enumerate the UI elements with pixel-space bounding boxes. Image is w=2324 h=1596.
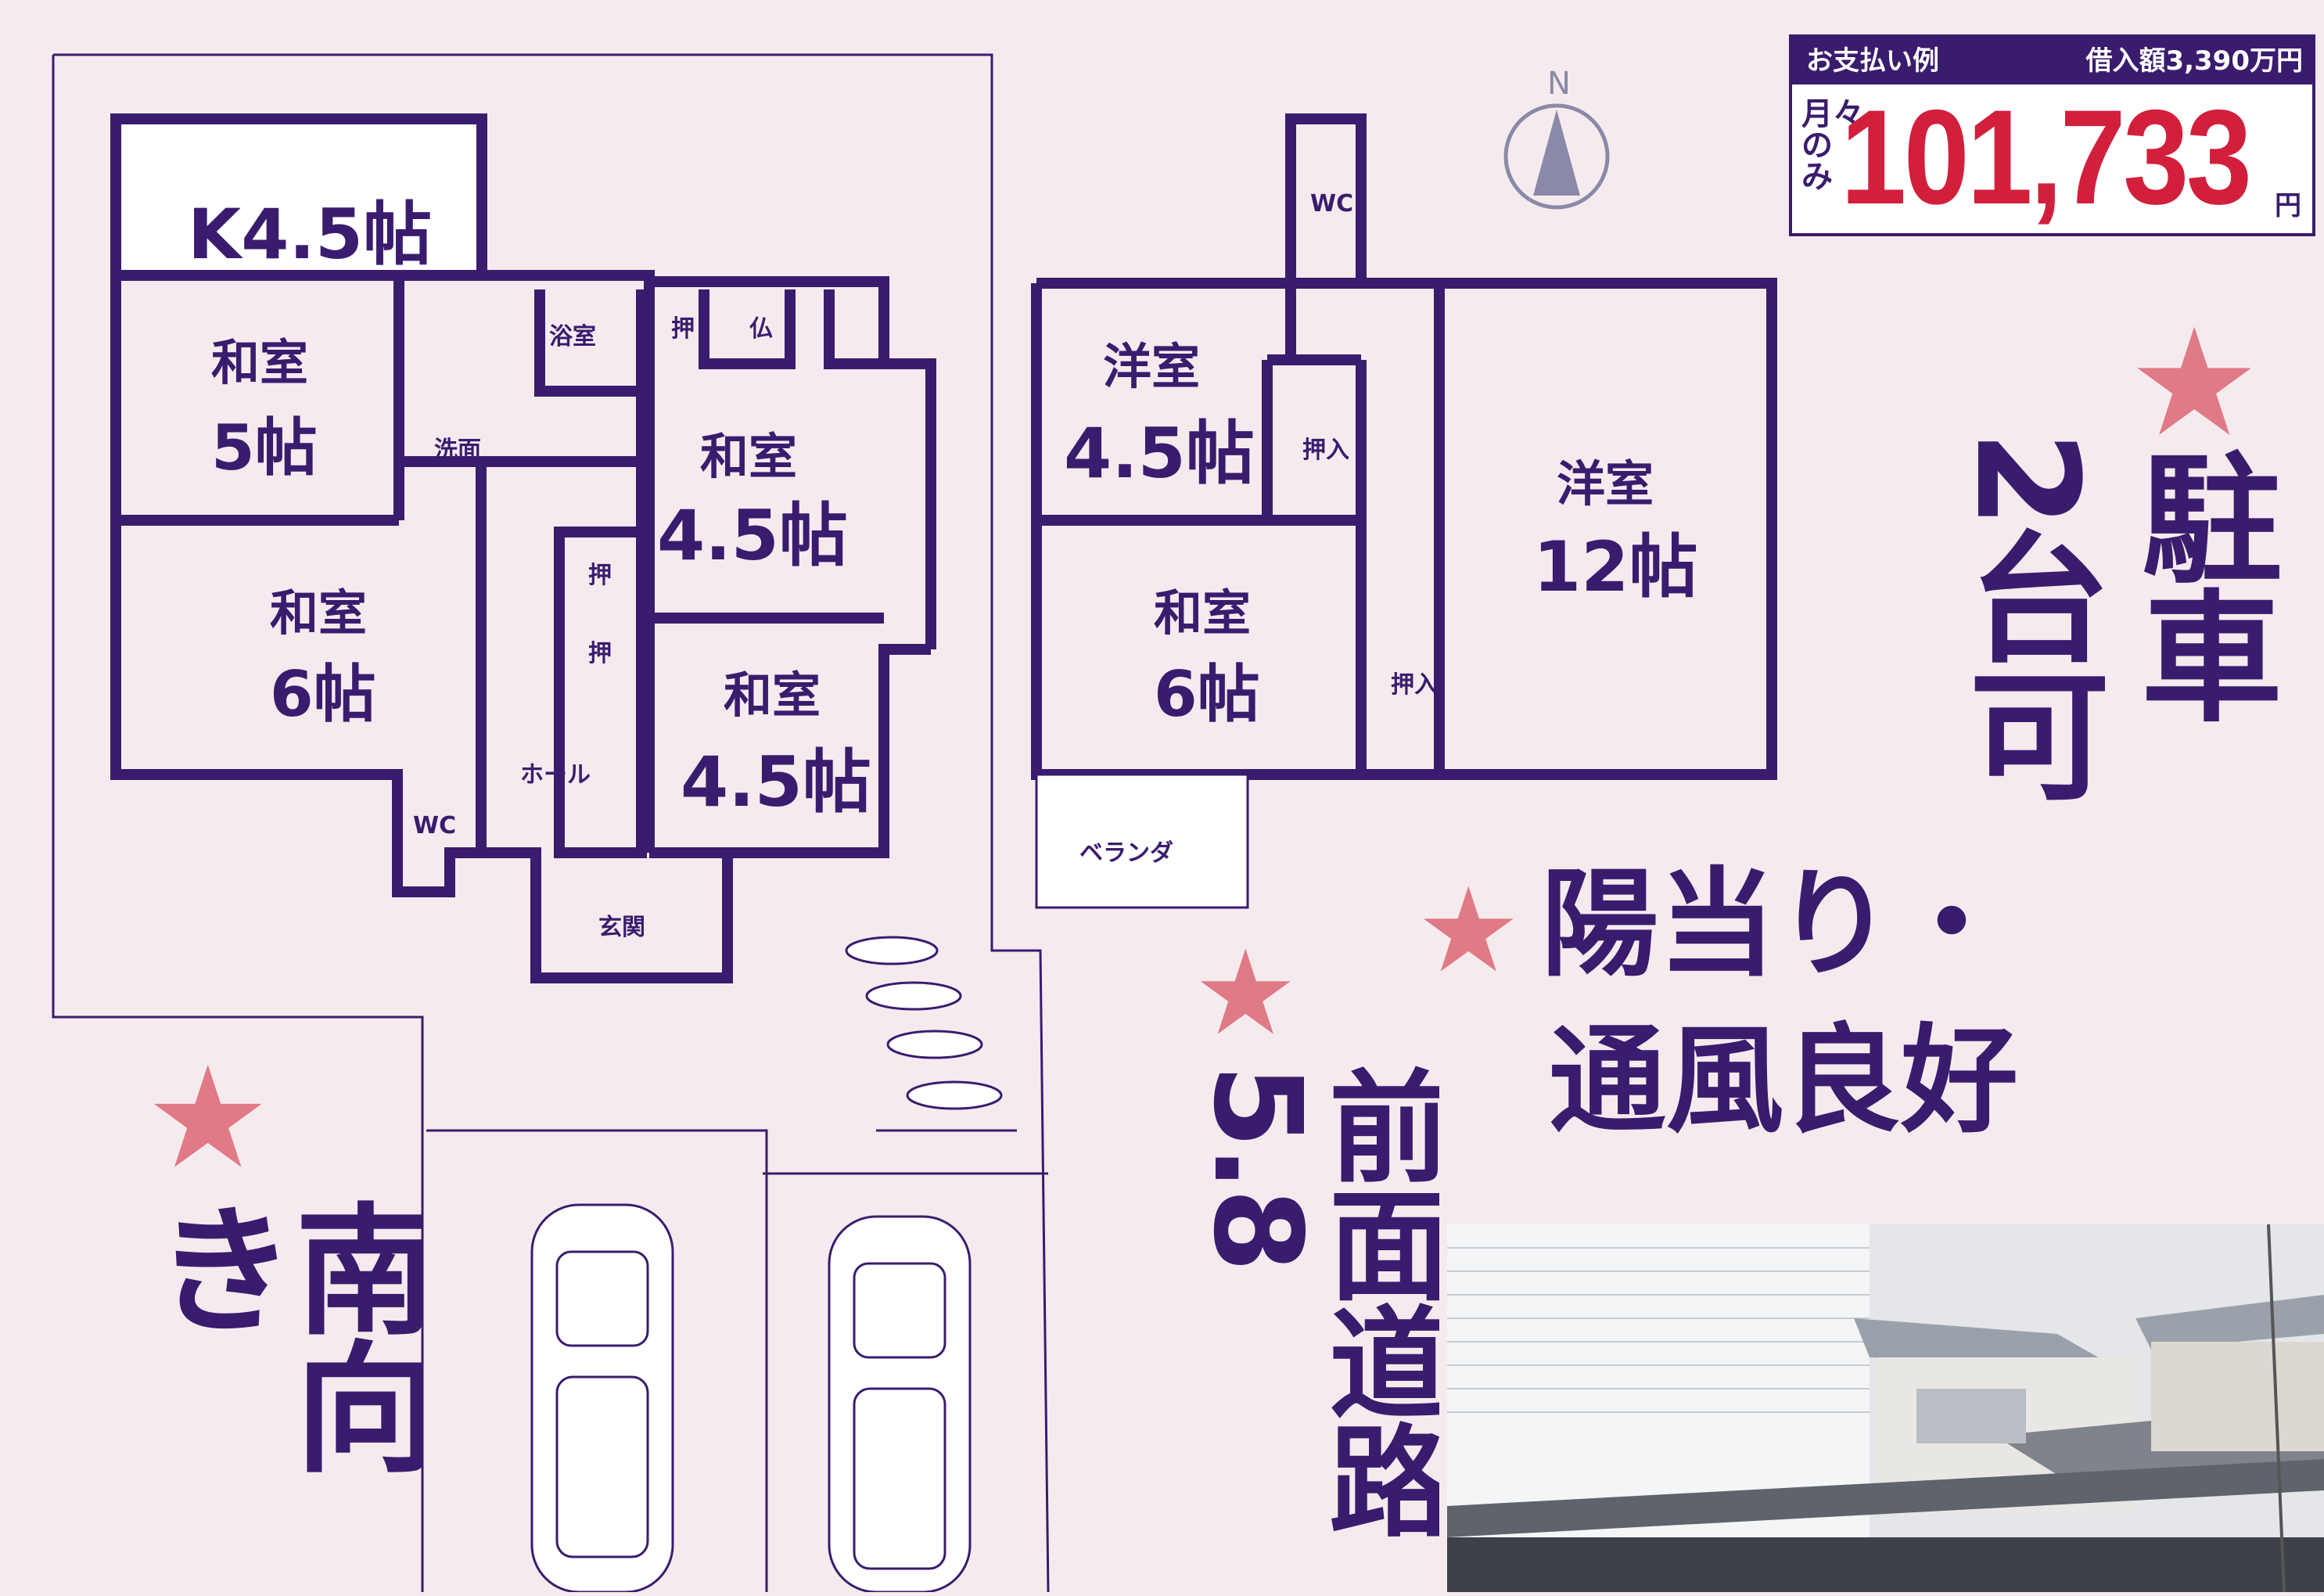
loan-amount: 借入額3,390万円	[2085, 45, 2303, 77]
washitsu5-name: 和室	[211, 334, 308, 391]
oshiire1-label: 押入	[1302, 437, 1349, 464]
washitsu6-2-name: 和室	[1154, 584, 1251, 642]
washitsu6-size: 6帖	[270, 658, 376, 731]
washitsu6-2-size: 6帖	[1154, 658, 1260, 731]
parking-area	[426, 1129, 1048, 1592]
butsu-label: 仏	[749, 315, 773, 343]
veranda-label: ベランダ	[1079, 839, 1173, 867]
monthly-label: 月々のみ	[1801, 96, 1864, 195]
washitsu45a-name: 和室	[700, 428, 797, 485]
star-icon: ★	[1193, 926, 1298, 1062]
wc1-label: WC	[413, 812, 456, 839]
car-left	[530, 1203, 674, 1592]
stepping-stones	[845, 936, 1003, 1110]
kitchen-label: K4.5帖	[188, 194, 432, 275]
washitsu5-size: 5帖	[211, 412, 318, 484]
parking-count-text: 2台可	[1945, 430, 2108, 801]
compass-north-label: N	[1547, 66, 1571, 102]
yen-unit: 円	[2275, 190, 2301, 221]
monthly-amount: 101,733	[1841, 82, 2252, 232]
floor1-labels: K4.5帖 和室 5帖 和室 6帖 和室 4.5帖 和室 4.5帖 浴室 押 仏…	[188, 194, 871, 941]
payment-header: お支払い例 借入額3,390万円	[1792, 38, 2312, 84]
veranda-box	[1035, 773, 1249, 909]
genkan-label: 玄関	[598, 914, 645, 941]
oshi1-label: 押	[671, 315, 695, 343]
washitsu45a-size: 4.5帖	[657, 495, 848, 576]
oshiire2-label: 押入	[1391, 671, 1438, 699]
parking-text: 駐車	[2117, 446, 2280, 721]
bath-label: 浴室	[549, 323, 596, 350]
payment-label: お支払い例	[1806, 45, 1939, 77]
yoshitsu45-size: 4.5帖	[1064, 413, 1255, 494]
senmen-label: 洗面	[434, 437, 481, 464]
compass-icon: N	[1503, 66, 1610, 210]
yoshitsu12-size: 12帖	[1533, 527, 1697, 607]
washitsu6-name: 和室	[270, 584, 367, 642]
payment-box: お支払い例 借入額3,390万円 月々のみ 101,733 円	[1789, 34, 2315, 236]
yoshitsu45-name: 洋室	[1103, 338, 1200, 395]
floor1-walls	[110, 113, 936, 983]
car-right	[828, 1215, 972, 1592]
wc2-label: WC	[1310, 190, 1353, 217]
oshi3-label: 押	[588, 640, 612, 667]
star-icon: ★	[1416, 863, 1521, 999]
star-icon: ★	[2128, 297, 2261, 469]
star-icon: ★	[145, 1037, 271, 1200]
hall-label: ホール	[520, 761, 591, 789]
yoshitsu12-name: 洋室	[1557, 455, 1654, 512]
floor2-labels: 洋室 4.5帖 洋室 12帖 和室 6帖 WC 押入 押入 ベランダ	[1064, 190, 1697, 867]
road-text: 前面道路5.8	[1197, 1064, 1439, 1537]
floor2-walls	[1031, 113, 1777, 780]
oshi2-label: 押	[588, 562, 612, 589]
wind-text: 通風良好	[1549, 1013, 2019, 1149]
washitsu45b-size: 4.5帖	[681, 742, 871, 822]
sun-text: 陽当り・	[1541, 857, 2011, 993]
south-text: 南向き	[141, 1197, 422, 1472]
washitsu45b-name: 和室	[724, 667, 821, 724]
house-photo	[1447, 1224, 2324, 1592]
